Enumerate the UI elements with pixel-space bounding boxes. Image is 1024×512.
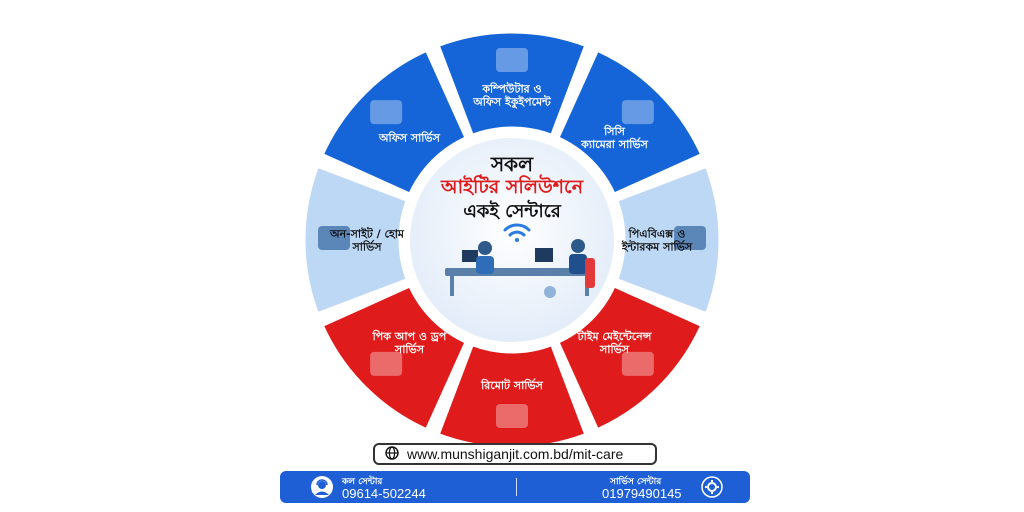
call-center-number[interactable]: 09614-502244	[342, 486, 426, 501]
segment-computer-office-equipment[interactable]	[436, 30, 588, 138]
pabx-intercom-service-label-1: পিএবিএক্স ও	[628, 227, 686, 241]
pickup-drop-service-label-1: পিক আপ ও ড্রপ	[372, 329, 447, 343]
remote-service-illustration-icon	[496, 404, 528, 428]
wifi-icon	[503, 223, 531, 242]
service-gear-icon	[700, 475, 724, 503]
segment-remote-service[interactable]	[436, 342, 588, 450]
time-maintenance-service-illustration-icon	[621, 351, 654, 376]
office-desk-illustration	[445, 239, 595, 298]
cctv-camera-service-label-1: সিসি	[603, 124, 626, 138]
pabx-intercom-service-label-2: ইন্টারকম সার্ভিস	[621, 240, 693, 254]
time-maintenance-service-label-1: টাইম মেইন্টেনেন্স	[577, 329, 653, 343]
segment-pabx-intercom-service[interactable]	[614, 164, 722, 316]
office-service-illustration-icon	[370, 100, 403, 125]
call-center-agent-icon	[310, 475, 334, 503]
globe-icon	[385, 445, 399, 464]
onsite-home-service-label-1: অন-সাইট / হোম	[329, 227, 405, 241]
center-hub	[404, 132, 620, 348]
onsite-home-service-label-2: সার্ভিস	[351, 240, 382, 254]
center-title-line2: আইটির সলিউশনে	[440, 176, 584, 198]
pickup-drop-service-label-2: সার্ভিস	[394, 342, 425, 356]
center-title-line3: একই সেন্টারে	[463, 201, 561, 222]
computer-office-equipment-label-1: কম্পিউটার ও	[481, 82, 541, 96]
onsite-home-service-illustration-icon	[318, 226, 350, 250]
segment-office-service[interactable]	[320, 48, 468, 196]
website-url: www.munshiganjit.com.bd/mit-care	[407, 446, 624, 462]
segment-pickup-drop-service[interactable]	[320, 284, 468, 432]
segment-onsite-home-service[interactable]	[302, 164, 410, 316]
contact-footer: কল সেন্টার 09614-502244 সার্ভিস সেন্টার …	[280, 471, 750, 503]
website-link[interactable]: www.munshiganjit.com.bd/mit-care	[373, 443, 657, 465]
cctv-camera-service-label-2: ক্যামেরা সার্ভিস	[580, 137, 648, 151]
call-center-label: কল সেন্টার	[342, 477, 383, 487]
service-center-label: সার্ভিস সেন্টার	[610, 477, 662, 487]
segment-cctv-camera-service[interactable]	[556, 48, 704, 196]
pickup-drop-service-illustration-icon	[370, 351, 403, 376]
pabx-intercom-service-illustration-icon	[674, 226, 706, 250]
remote-service-label-1: রিমোট সার্ভিস	[480, 378, 544, 392]
footer-divider	[516, 478, 517, 496]
computer-office-equipment-label-2: অফিস ইকুইপমেন্ট	[472, 95, 552, 110]
center-title-line1: সকল	[490, 152, 534, 176]
time-maintenance-service-label-2: সার্ভিস	[599, 342, 630, 356]
cctv-camera-service-illustration-icon	[621, 100, 654, 125]
computer-office-equipment-illustration-icon	[496, 48, 528, 72]
office-service-label-1: অফিস সার্ভিস	[378, 130, 441, 144]
service-center-number[interactable]: 01979490145	[602, 486, 682, 501]
segment-time-maintenance-service[interactable]	[556, 284, 704, 432]
